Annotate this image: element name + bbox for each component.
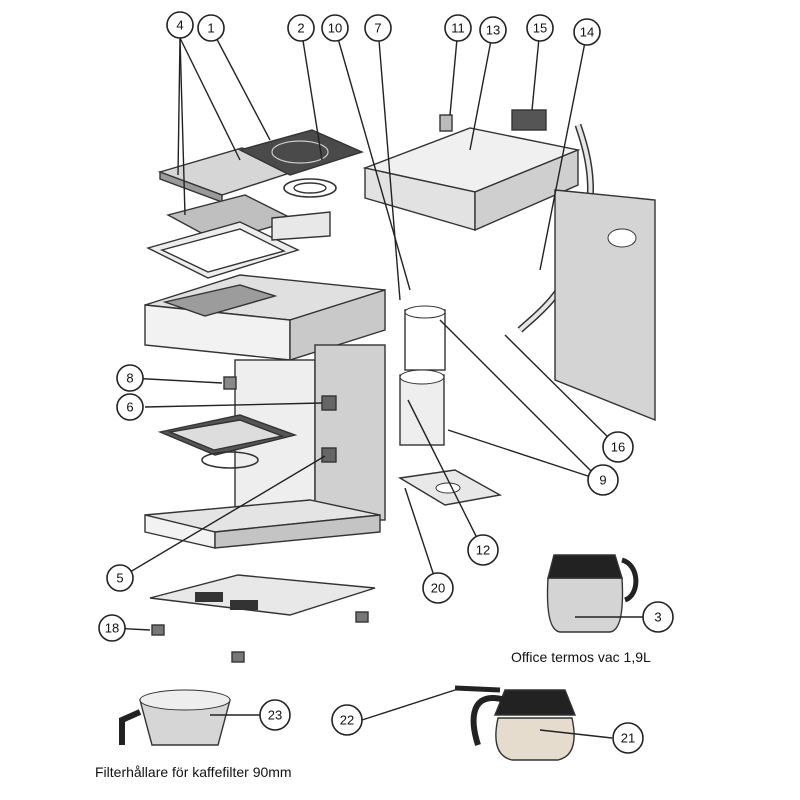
svg-text:13: 13 (486, 23, 500, 38)
heating-element (399, 305, 446, 446)
callout-9: 9 (587, 464, 619, 496)
thermos-3 (546, 554, 639, 633)
callout-22: 22 (331, 704, 363, 736)
spray-head (283, 178, 337, 198)
feet (151, 611, 369, 663)
svg-text:15: 15 (533, 21, 547, 36)
svg-text:14: 14 (580, 25, 594, 40)
callout-13: 13 (479, 16, 507, 44)
water-tank (362, 127, 581, 232)
svg-text:16: 16 (611, 440, 625, 455)
callout-10: 10 (321, 14, 349, 42)
switch-5 (321, 447, 337, 463)
svg-text:21: 21 (621, 731, 635, 746)
svg-text:8: 8 (126, 371, 133, 386)
svg-text:11: 11 (451, 21, 465, 36)
svg-text:20: 20 (431, 581, 445, 596)
svg-text:23: 23 (268, 708, 282, 723)
indicator-8 (223, 376, 237, 390)
glass-carafe-21 (470, 689, 577, 761)
callout-20: 20 (422, 572, 454, 604)
callout-2: 2 (287, 14, 315, 42)
frame-tray (146, 194, 331, 279)
callout-7: 7 (364, 14, 392, 42)
svg-text:4: 4 (176, 18, 183, 33)
machine-housing (144, 274, 386, 549)
bracket-plate (397, 469, 503, 506)
thermos-caption: Office termos vac 1,9L (511, 649, 651, 665)
callout-4: 4 (166, 11, 194, 39)
base-plate (149, 574, 376, 616)
svg-text:1: 1 (207, 21, 214, 36)
leader-lines (111, 27, 643, 739)
warmer-plate (157, 414, 298, 469)
callout-12: 12 (467, 534, 499, 566)
callout-21: 21 (612, 722, 644, 754)
lid-plate-right (238, 129, 364, 176)
svg-text:10: 10 (328, 21, 342, 36)
callout-18: 18 (98, 614, 126, 642)
callout-15: 15 (526, 14, 554, 42)
filter-holder-23 (119, 689, 231, 746)
callout-3: 3 (642, 601, 674, 633)
svg-text:7: 7 (374, 21, 381, 36)
callout-23: 23 (259, 699, 291, 731)
svg-text:12: 12 (476, 543, 490, 558)
svg-text:5: 5 (116, 571, 123, 586)
callout-5: 5 (106, 564, 134, 592)
callout-14: 14 (573, 18, 601, 46)
svg-text:18: 18 (105, 621, 119, 636)
callout-1: 1 (197, 14, 225, 42)
svg-text:3: 3 (654, 610, 661, 625)
callout-8: 8 (116, 364, 144, 392)
svg-text:22: 22 (340, 713, 354, 728)
carafe-lid-22 (454, 685, 501, 693)
svg-text:6: 6 (126, 400, 133, 415)
tank-fitting-11 (439, 114, 453, 132)
switch-6 (321, 395, 337, 411)
callout-6: 6 (116, 393, 144, 421)
filter-holder-caption: Filterhållare för kaffefilter 90mm (95, 764, 292, 780)
callout-16: 16 (602, 431, 634, 463)
back-panel (554, 189, 656, 422)
svg-text:9: 9 (599, 473, 606, 488)
svg-text:2: 2 (297, 21, 304, 36)
tank-part-15 (511, 109, 547, 131)
callout-11: 11 (444, 14, 472, 42)
